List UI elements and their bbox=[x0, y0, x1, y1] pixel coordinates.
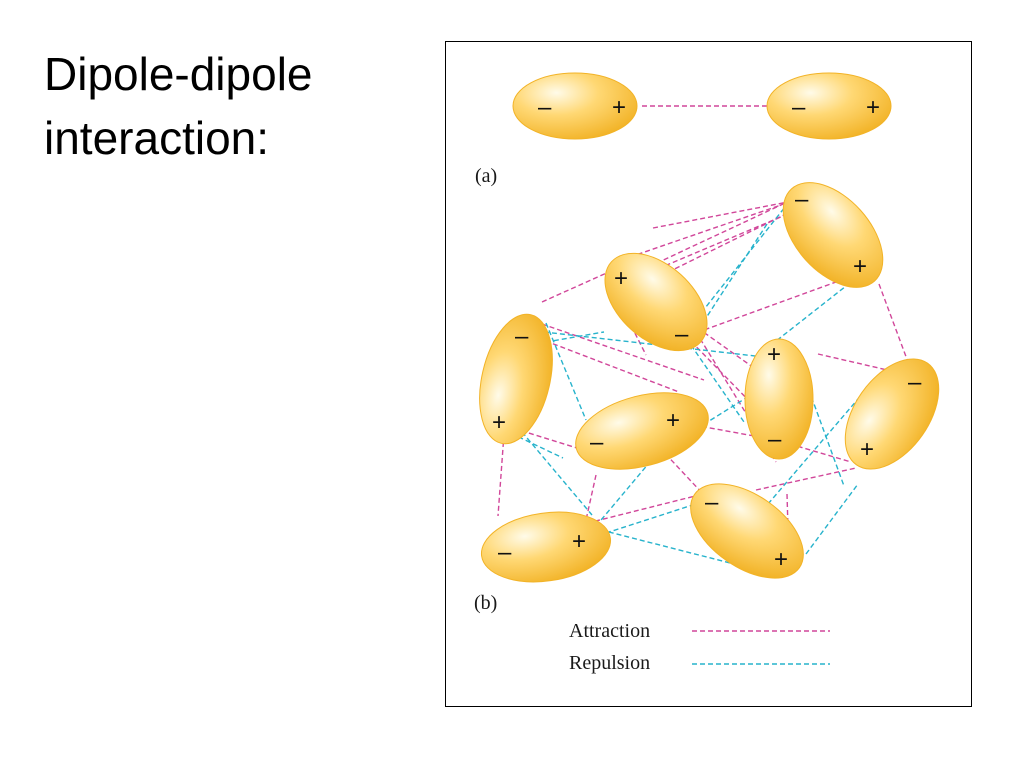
attraction-line bbox=[629, 204, 782, 258]
attraction-line bbox=[789, 443, 852, 463]
dipole-body bbox=[480, 511, 612, 583]
positive-charge: + bbox=[774, 546, 788, 573]
dipole: – + bbox=[766, 72, 892, 140]
negative-charge: – bbox=[590, 429, 604, 456]
attraction-line bbox=[635, 207, 803, 279]
repulsion-line bbox=[767, 398, 859, 505]
dipole: – + bbox=[844, 358, 940, 470]
attraction-line bbox=[541, 323, 705, 381]
dipole-body bbox=[479, 313, 553, 445]
dipole-body bbox=[512, 72, 638, 140]
dipole: + – bbox=[744, 338, 814, 460]
legend: Attraction Repulsion bbox=[569, 620, 830, 674]
dipole: – + bbox=[512, 72, 638, 140]
attraction-line bbox=[652, 201, 789, 229]
dipole: – + bbox=[480, 511, 612, 583]
attraction-line bbox=[497, 433, 505, 517]
dipole-body bbox=[844, 358, 940, 470]
positive-charge: + bbox=[612, 94, 626, 121]
repulsion-line bbox=[545, 322, 587, 421]
repulsion-line bbox=[805, 483, 859, 555]
positive-charge: + bbox=[767, 341, 781, 368]
positive-charge: + bbox=[492, 409, 506, 436]
dipole-body bbox=[744, 338, 814, 460]
panel-a: – + – + (a) bbox=[475, 72, 892, 187]
attraction-line bbox=[817, 353, 897, 373]
attraction-line bbox=[755, 467, 857, 491]
dipole: – + bbox=[575, 392, 709, 470]
positive-charge: + bbox=[853, 253, 867, 280]
repulsion-line bbox=[545, 331, 605, 343]
legend-repulsion: Repulsion bbox=[569, 652, 830, 674]
negative-charge: – bbox=[538, 94, 552, 121]
negative-charge: – bbox=[908, 369, 922, 396]
negative-charge: – bbox=[768, 426, 782, 453]
negative-charge: – bbox=[795, 186, 809, 213]
panel-a-label: (a) bbox=[475, 165, 497, 187]
positive-charge: + bbox=[866, 94, 880, 121]
positive-charge: + bbox=[572, 528, 586, 555]
positive-charge: + bbox=[860, 436, 874, 463]
negative-charge: – bbox=[515, 323, 529, 350]
positive-charge: + bbox=[614, 265, 628, 292]
page-title: Dipole-dipole interaction: bbox=[44, 42, 313, 170]
negative-charge: – bbox=[705, 489, 719, 516]
repulsion-line bbox=[689, 387, 763, 434]
attraction-line bbox=[537, 337, 680, 393]
dipole: – + bbox=[690, 483, 804, 579]
dipole: – + bbox=[782, 182, 884, 288]
repulsion-line bbox=[521, 431, 593, 516]
dipole-diagram: – + – + (a) bbox=[474, 72, 940, 674]
attraction-line bbox=[693, 424, 777, 441]
dipole-body bbox=[766, 72, 892, 140]
dipole: – + bbox=[479, 313, 553, 445]
legend-attraction-label: Attraction bbox=[569, 620, 650, 642]
panel-b-label: (b) bbox=[474, 592, 497, 614]
page-title-line-2: interaction: bbox=[44, 112, 270, 164]
attraction-line bbox=[878, 283, 909, 363]
panel-b: – + + – – + – + bbox=[474, 182, 940, 674]
dipole-cluster: – + + – – + – + bbox=[479, 182, 940, 583]
attraction-line bbox=[695, 331, 777, 463]
positive-charge: + bbox=[666, 407, 680, 434]
repulsion-line bbox=[705, 223, 768, 319]
dipole-body bbox=[604, 252, 708, 352]
legend-repulsion-label: Repulsion bbox=[569, 652, 650, 674]
attraction-line bbox=[641, 197, 797, 271]
dipole-body bbox=[690, 483, 804, 579]
repulsion-line bbox=[693, 201, 790, 323]
legend-attraction: Attraction bbox=[569, 620, 830, 642]
negative-charge: – bbox=[498, 539, 512, 566]
attraction-line bbox=[681, 273, 859, 339]
dipole-figure: – + – + (a) bbox=[445, 41, 972, 707]
dipole-body bbox=[575, 392, 709, 470]
page-title-line-1: Dipole-dipole bbox=[44, 48, 313, 100]
attraction-line bbox=[541, 270, 612, 303]
negative-charge: – bbox=[675, 321, 689, 348]
negative-charge: – bbox=[792, 94, 806, 121]
dipole-body bbox=[782, 182, 884, 288]
dipole: + – bbox=[604, 252, 708, 352]
